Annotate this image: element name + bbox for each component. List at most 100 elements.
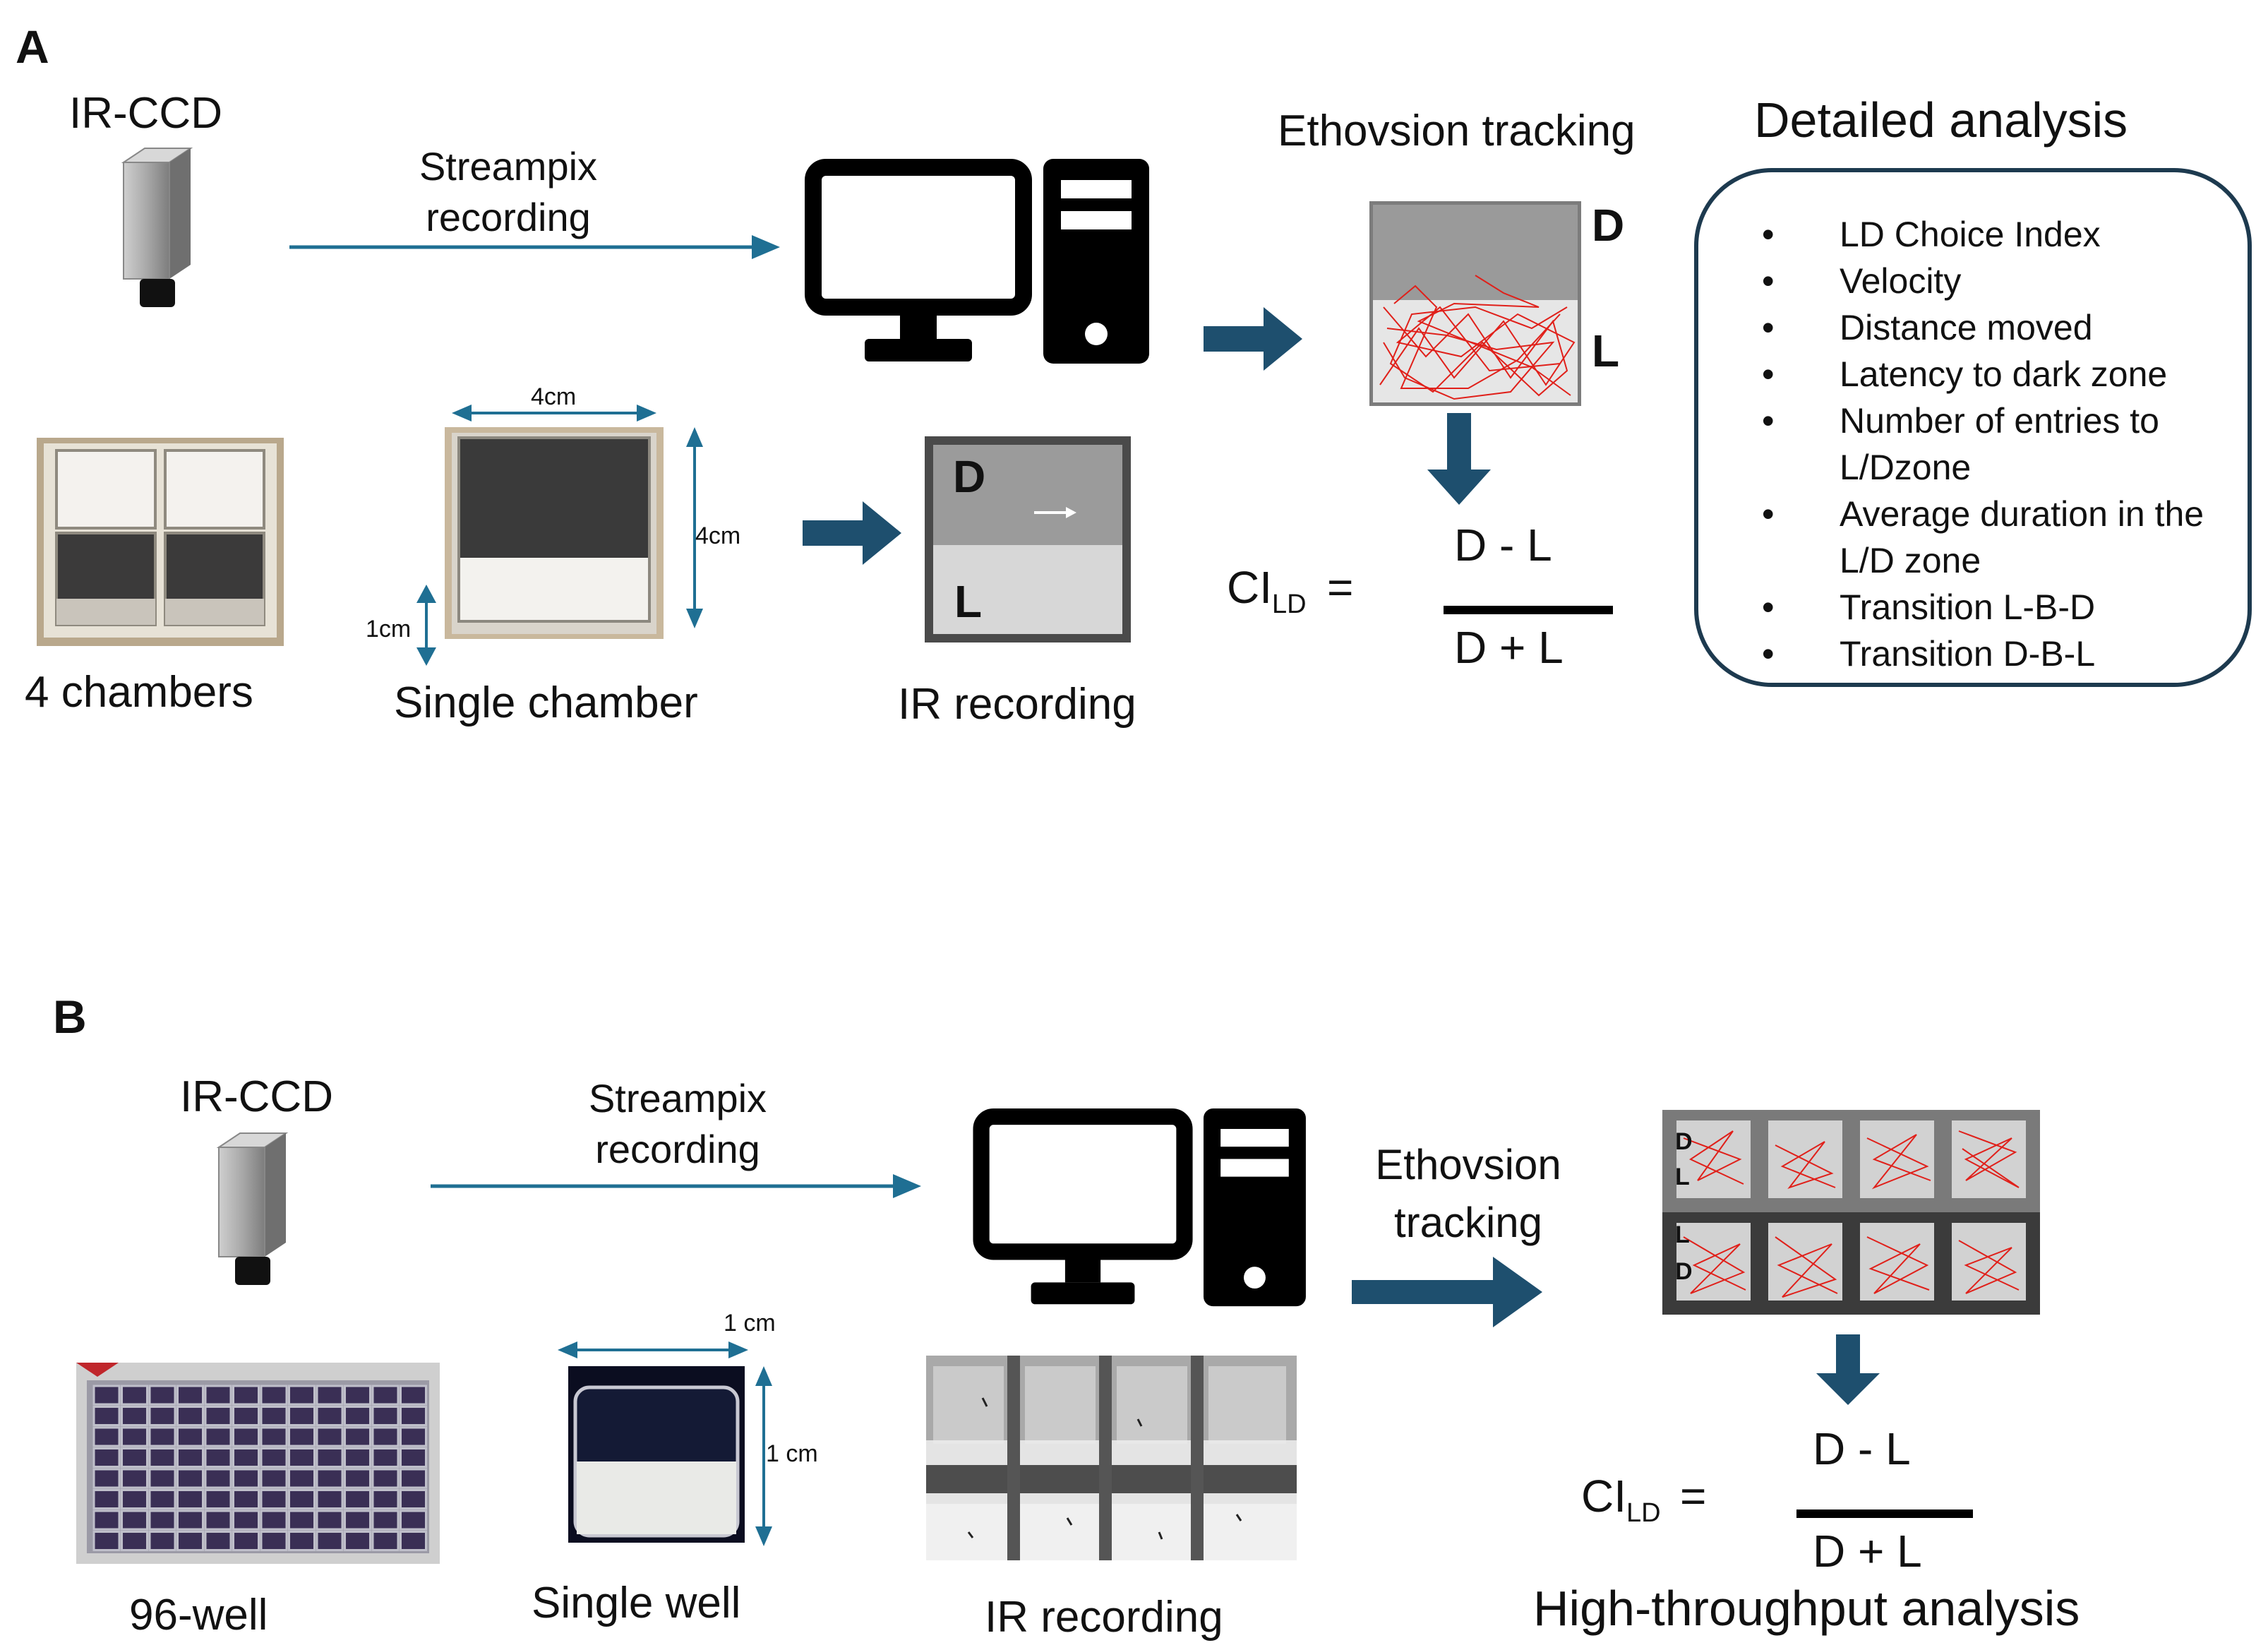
plate-well [176,1468,204,1489]
plate-well [176,1447,204,1468]
tracking-label-b-1: Ethovsion [1375,1141,1561,1188]
analysis-item: •Latency to dark zone [1734,351,2204,397]
plate-well [400,1509,427,1531]
tracking-label-b-2: tracking [1393,1199,1543,1246]
ir-recording-image-b [926,1356,1297,1560]
plate-well [316,1406,344,1426]
stream-label-b-2: recording [595,1127,760,1171]
ir-recording-image-a [925,436,1131,642]
plate-well [176,1406,204,1426]
plate-well [92,1406,121,1426]
bullet: • [1762,587,1775,627]
tracking-image-a [1369,201,1581,406]
computer-icon [973,1108,1306,1307]
plate-well [288,1385,316,1406]
well-label-l-1: L [1675,1164,1690,1190]
ir-recording-label-a: IR recording [898,680,1136,729]
plate-well [400,1531,427,1551]
plate-well [204,1509,232,1531]
ninety-six-well-photo [76,1363,440,1564]
stream-label-a-1: Streampix [419,144,598,189]
plate-well [176,1509,204,1531]
block-arrow-right-b [1352,1257,1542,1327]
plate-well [121,1509,148,1531]
plate-well [316,1531,344,1551]
plate-well [148,1509,176,1531]
bullet: • [1762,261,1775,301]
plate-well [232,1509,260,1531]
well-label-l-2: L [1675,1221,1690,1248]
block-arrow-right-a-2 [803,501,901,565]
plate-well [148,1426,176,1447]
depth-dimension-arrow-a [416,585,436,666]
dim-width-a: 4cm [531,383,577,410]
dim-depth-a: 1cm [366,616,412,642]
plate-well [344,1406,371,1426]
dim-height-a: 4cm [695,522,741,549]
plate-well [92,1447,121,1468]
plate-well [400,1489,427,1509]
plate-well [288,1489,316,1509]
width-dimension-arrow-a [452,405,656,422]
plate-well [121,1489,148,1509]
bullet: • [1762,401,1775,441]
plate-well [371,1489,400,1509]
plate-well [232,1447,260,1468]
height-dimension-arrow-a [686,427,703,628]
panel-a-letter: A [16,20,49,73]
camera-icon [216,1132,289,1285]
plate-well [204,1406,232,1426]
plate-well [260,1385,288,1406]
plate-well [204,1447,232,1468]
plate-well [400,1406,427,1426]
plate-well [371,1468,400,1489]
single-well-label: Single well [532,1579,741,1627]
plate-well [371,1509,400,1531]
plate-well [92,1489,121,1509]
plate-well [121,1468,148,1489]
plate-well [121,1426,148,1447]
plate-well [260,1489,288,1509]
formula-den-a: D + L [1454,622,1564,673]
plate-well [232,1406,260,1426]
plate-well [148,1531,176,1551]
plate-well [176,1531,204,1551]
streampix-arrow-a [289,235,780,259]
analysis-item: •Transition D-B-L [1734,630,2204,677]
plate-well [176,1385,204,1406]
plate-well [260,1406,288,1426]
plate-well [371,1447,400,1468]
plate-well [148,1468,176,1489]
computer-icon [805,159,1149,364]
plate-well [344,1447,371,1468]
plate-well [316,1468,344,1489]
stream-label-a-2: recording [426,195,591,239]
plate-well [400,1426,427,1447]
formula-bar-a [1444,606,1613,614]
plate-well [344,1468,371,1489]
camera-label-b: IR-CCD [180,1072,333,1121]
plate-well [288,1509,316,1531]
analysis-list: •LD Choice Index •Velocity •Distance mov… [1734,211,2204,677]
formula-ci-a: CILD [1227,562,1307,619]
plate-well [344,1531,371,1551]
plate-well [344,1426,371,1447]
plate-well [371,1385,400,1406]
plate-well [232,1489,260,1509]
plate-well [204,1385,232,1406]
analysis-box: •LD Choice Index •Velocity •Distance mov… [1694,168,2252,687]
tracking-image-b [1662,1110,2040,1315]
plate-well [148,1406,176,1426]
analysis-title: Detailed analysis [1754,92,2128,148]
single-chamber-photo [445,427,664,639]
plate-well [400,1468,427,1489]
plate-well [260,1468,288,1489]
plate-well [371,1426,400,1447]
height-dimension-arrow-b [755,1366,772,1546]
track-zone-d-a: D [1592,200,1625,251]
plate-well [121,1531,148,1551]
plate-well [204,1468,232,1489]
block-arrow-down-a [1427,413,1491,505]
formula-ci-b: CILD [1581,1471,1661,1528]
plate-well [92,1509,121,1531]
